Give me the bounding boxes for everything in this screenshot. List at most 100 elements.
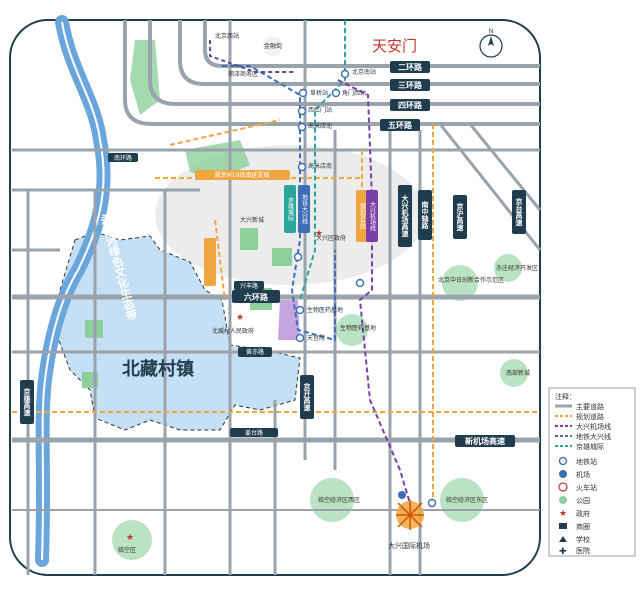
legend-item: 主要道路 [576, 402, 604, 411]
airport-icon [559, 470, 567, 478]
jingtai-badge [512, 190, 526, 234]
nanhuan-label: 南环路 [114, 154, 132, 162]
subway-station-icon [297, 106, 307, 116]
park-area [442, 265, 478, 301]
jingxiong-line-badge [284, 185, 296, 233]
lize-label: 丽泽商务区 [228, 70, 258, 78]
airport-line [337, 79, 413, 511]
highway-labels: 二环路 三环路 四环路 五环路 六环路 [232, 61, 430, 303]
daxing-line-badge [298, 185, 310, 233]
subway-station-icon [297, 122, 307, 132]
subway-station-icon [427, 498, 437, 508]
gaomidian-south-label: 高米店南 [308, 162, 332, 170]
mall-icon [559, 523, 567, 529]
subway-station-icon [295, 333, 305, 343]
nanzhong-label: 南中轴路 [421, 200, 430, 230]
park-area [272, 248, 292, 266]
bio-base-area [278, 300, 300, 340]
gov-star-icon: ★ [559, 509, 567, 519]
lingang-label: 临空区 [118, 546, 136, 554]
hospital-icon: ✚ [559, 547, 567, 557]
village-name: 北藏村镇 [122, 358, 194, 380]
legend-item: 大兴机场线 [576, 422, 611, 431]
subway-station-icon [355, 278, 365, 288]
m19-label: 规划M19线南延支线 [215, 171, 270, 179]
gaomidian-north-label: 高米店北 [308, 122, 332, 130]
subway-station-icon [340, 69, 350, 79]
nanhuan-badge [108, 153, 138, 162]
park-area [336, 314, 368, 346]
jingkai-label: 京开高速 [303, 382, 311, 412]
jingxiong-expy-label: 京雄高速 [23, 387, 32, 417]
jiangtai-badge [230, 428, 278, 437]
ring-5-badge [380, 119, 420, 131]
subway-station-icon [293, 252, 303, 262]
ring-4-label: 四环路 [398, 100, 423, 110]
airport-line-badge [366, 190, 378, 242]
legend-item: 医院 [576, 546, 590, 555]
jinjie-bubble [263, 36, 283, 56]
ring-3-label: 三环路 [398, 80, 423, 90]
park-area [500, 359, 528, 387]
svg-text:N: N [489, 28, 494, 35]
xingfeng-label: 兴丰路 [240, 282, 258, 290]
ring-5-label: 五环路 [388, 120, 413, 130]
legend: 注释： 主要道路 规划道路 大兴机场线 地铁大兴线 京雄城际 地铁站 机场 火车… [548, 387, 636, 557]
legend-item: 学校 [576, 535, 590, 544]
jinjie-label: 金融街 [264, 42, 282, 50]
subway-station-icon [295, 305, 305, 315]
jingxiong-line [299, 20, 346, 301]
ring-6-label: 六环路 [244, 292, 269, 302]
beijing-west-label: 北京西站 [215, 32, 239, 40]
r4-badge [356, 190, 368, 242]
school-icon [559, 536, 567, 542]
ring-2-label: 二环路 [398, 62, 423, 72]
ring-2-badge [390, 61, 430, 73]
subway-station-icon [558, 456, 568, 466]
nanzhong-center-label: 北京中日创新合作示范区 [438, 276, 504, 284]
caoqiao-label: 草桥站 [310, 89, 328, 97]
compass-icon: N [479, 28, 503, 58]
subway-station-icon [298, 88, 308, 98]
map-title: 天安门 [372, 37, 417, 55]
jinghu-label: 京沪高速 [456, 202, 464, 232]
r4-label: 规划R4线 [359, 202, 366, 229]
jinghu-badge [453, 195, 467, 239]
airport-icon [396, 491, 424, 530]
legend-item: 公园 [576, 497, 590, 505]
beijing-south-label: 北京南站 [352, 68, 376, 76]
ring-roads [12, 20, 540, 443]
subway-station-icon [331, 88, 341, 98]
airport-label: 大兴国际机场 [388, 541, 430, 550]
jiangtai-label: 姜台路 [245, 429, 263, 437]
southern-zone-label: 南部新城 [506, 369, 530, 377]
daxing-line-label: 地铁大兴线 [301, 193, 308, 224]
village-gov-label: 北臧村人民政府 [212, 327, 254, 335]
daxing-gov-label: 大兴区政府 [316, 234, 346, 242]
ring-4-badge [390, 99, 430, 111]
airport-expy-label: 大兴机场高速 [401, 194, 409, 238]
legend-item: 地铁大兴线 [576, 432, 611, 441]
legend-item: 商圈 [576, 522, 590, 531]
gov-star-icon: ★ [126, 533, 134, 543]
legend-item: 地铁站 [576, 457, 597, 466]
legend-item: 规划道路 [576, 412, 604, 421]
park-area [112, 520, 152, 560]
bio-base-station-label: 生物医药基地 [307, 306, 343, 314]
huangyi-label: 黄亦路 [246, 348, 264, 356]
ring-6-badge [232, 290, 280, 303]
east-zone-label: 临空经济区东区 [446, 496, 488, 504]
jinqiao-label: 亦庄经济开发区 [496, 264, 538, 272]
west-zone-label: 临空经济区西区 [318, 496, 360, 504]
legend-item: 机场 [576, 470, 590, 479]
jiaomen-label: 角门西站 [342, 89, 366, 97]
xinjichang-badge [455, 435, 515, 447]
daxing-new-town-label: 大兴新城 [240, 216, 264, 224]
park-area [494, 254, 522, 282]
legend-item: 京雄城际 [576, 442, 604, 451]
huangyi-badge [238, 347, 272, 357]
xinjichang-label: 新机场高速 [465, 436, 505, 446]
xihongmen-label: 西红门站 [308, 106, 332, 114]
nanzhong-badge [418, 190, 432, 240]
